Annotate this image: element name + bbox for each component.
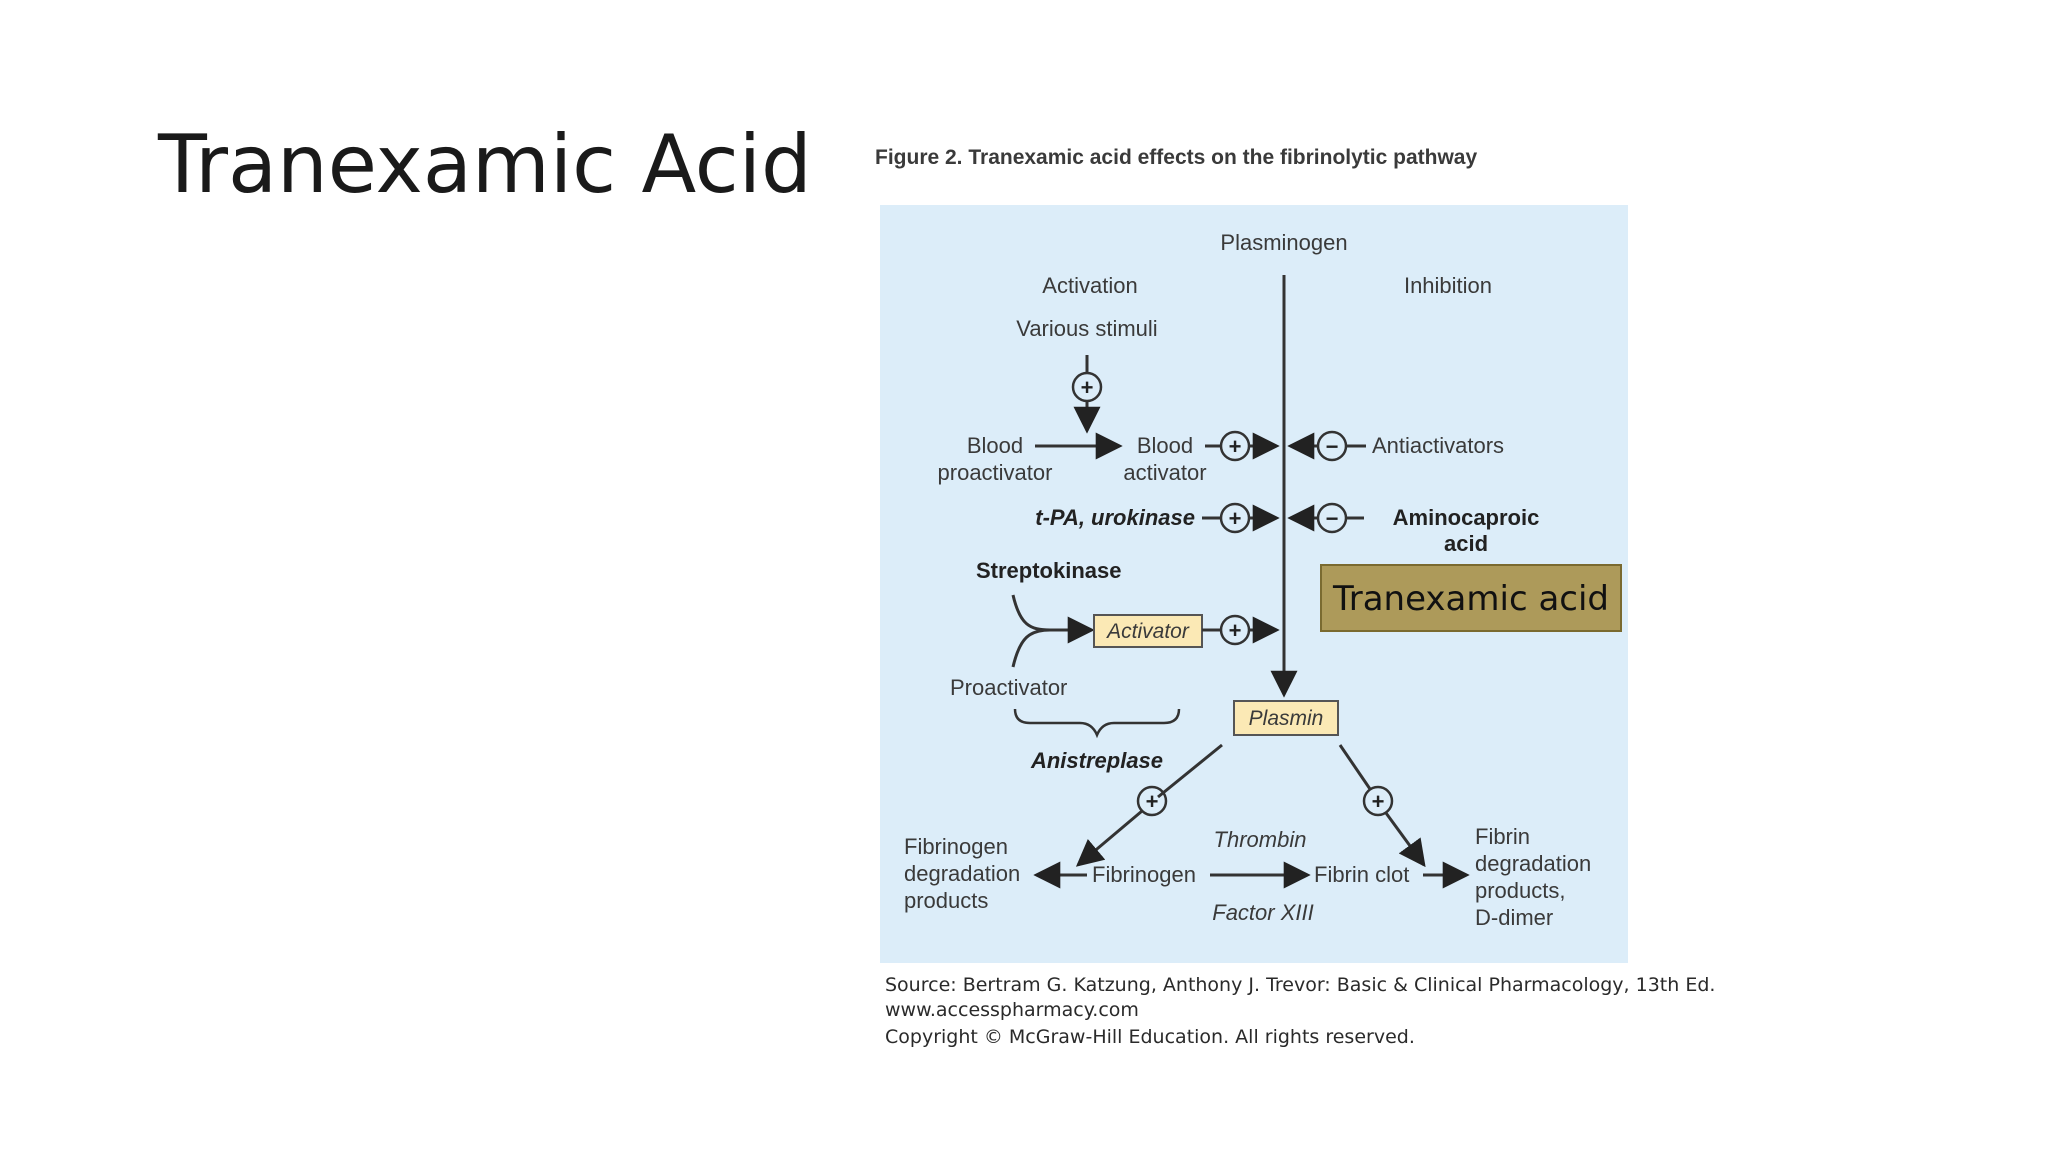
various-stimuli-label: Various stimuli (1016, 316, 1157, 341)
blood-activator-label-2: activator (1123, 460, 1206, 485)
factor-xiii-label: Factor XIII (1212, 900, 1313, 925)
svg-text:+: + (1146, 789, 1159, 814)
plus-symbol: + (1081, 375, 1094, 400)
plus-circle-fibrinogen (1136, 785, 1168, 817)
fibrinolytic-pathway-diagram: Plasminogen Activation Inhibition Variou… (880, 205, 1628, 963)
tpa-urokinase-label: t-PA, urokinase (1035, 505, 1195, 530)
streptokinase-label: Streptokinase (976, 558, 1122, 583)
svg-text:+: + (1229, 434, 1242, 459)
aminocaproic-acid-label-1: Aminocaproic (1393, 505, 1540, 530)
slide-title: Tranexamic Acid (158, 118, 812, 211)
fibrinogen-degradation-label-1: Fibrinogen (904, 834, 1008, 859)
anistreplase-brace (1013, 708, 1181, 739)
fibrin-degradation-label-3: products, (1475, 878, 1566, 903)
svg-text:+: + (1229, 506, 1242, 531)
fibrin-clot-label: Fibrin clot (1314, 862, 1409, 887)
fibrinogen-degradation-label-3: products (904, 888, 988, 913)
fibrin-degradation-label-1: Fibrin (1475, 824, 1530, 849)
plus-circle-fibrin (1362, 785, 1394, 817)
svg-text:+: + (1229, 618, 1242, 643)
svg-text:+: + (1372, 789, 1385, 814)
activation-label: Activation (1042, 273, 1137, 298)
copyright-notice: Copyright © McGraw-Hill Education. All r… (885, 1026, 1415, 1048)
fibrinogen-degradation-label-2: degradation (904, 861, 1020, 886)
inhibition-label: Inhibition (1404, 273, 1492, 298)
thrombin-label: Thrombin (1214, 827, 1307, 852)
tranexamic-acid-box (1320, 564, 1622, 632)
source-citation: Source: Bertram G. Katzung, Anthony J. T… (885, 974, 1716, 996)
blood-proactivator-label-2: proactivator (938, 460, 1053, 485)
blood-proactivator-label-1: Blood (967, 433, 1023, 458)
plasmin-box (1233, 700, 1339, 736)
plasminogen-label: Plasminogen (1220, 230, 1347, 255)
svg-text:−: − (1326, 506, 1339, 531)
minus-symbol: − (1326, 434, 1339, 459)
activator-label: Activator (1105, 620, 1190, 643)
anistreplase-label: Anistreplase (1030, 748, 1163, 773)
tranexamic-acid-label: Tranexamic acid (1332, 579, 1609, 619)
proactivator-label: Proactivator (950, 675, 1067, 700)
figure-caption: Figure 2. Tranexamic acid effects on the… (875, 146, 1478, 169)
antiactivators-label: Antiactivators (1372, 433, 1504, 458)
fibrin-degradation-label-4: D-dimer (1475, 905, 1553, 930)
proactivator-curve (1011, 628, 1051, 668)
source-url: www.accesspharmacy.com (885, 999, 1139, 1021)
blood-activator-label-1: Blood (1137, 433, 1193, 458)
aminocaproic-acid-label-2: acid (1444, 531, 1488, 556)
fibrinogen-label: Fibrinogen (1092, 862, 1196, 887)
fibrin-degradation-label-2: degradation (1475, 851, 1591, 876)
plasmin-label: Plasmin (1249, 707, 1324, 730)
